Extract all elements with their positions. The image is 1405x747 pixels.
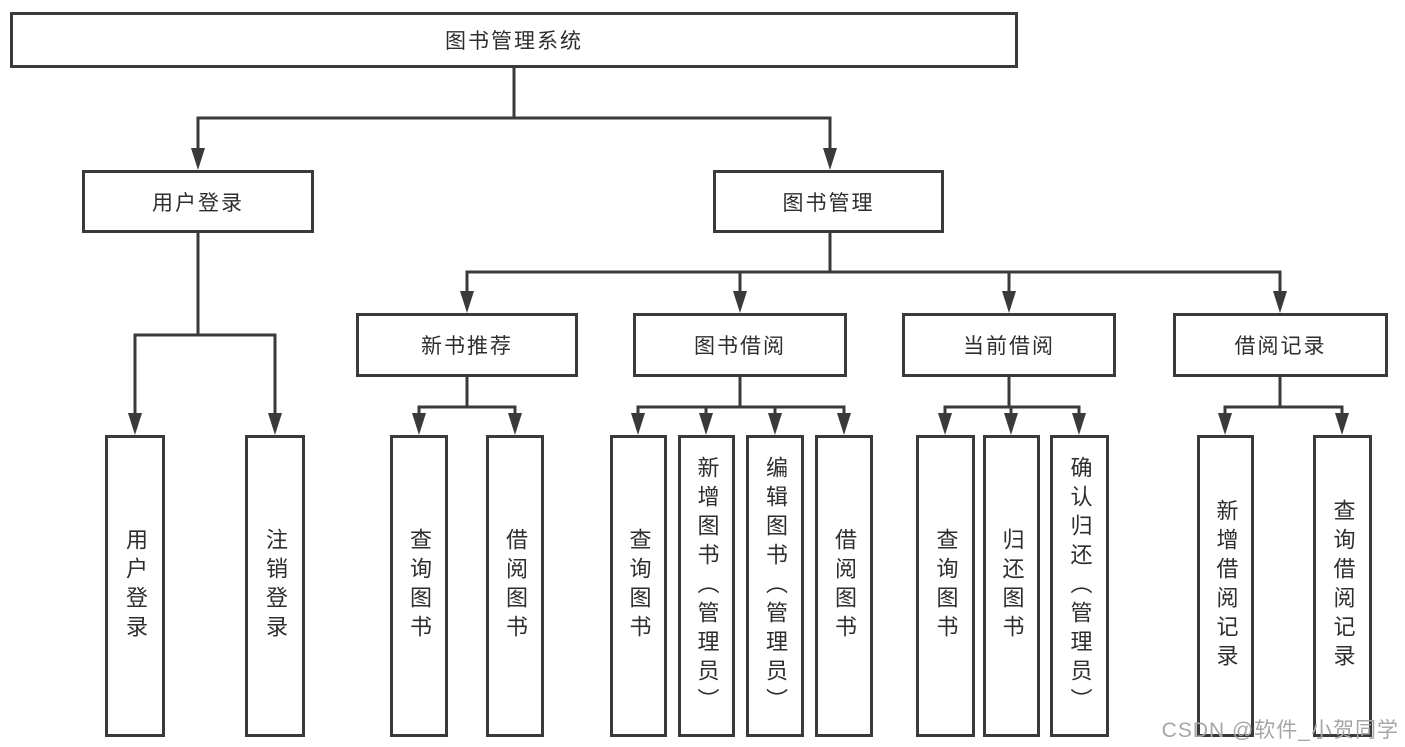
leaf-query-books-recommend: 查询图书 <box>390 435 448 737</box>
connector-root-split <box>196 66 832 150</box>
leaf-borrow-books-recommend: 借阅图书 <box>486 435 544 737</box>
node-book-management-label: 图书管理 <box>782 191 875 215</box>
arrowhead <box>268 413 282 435</box>
connector-current-borrow-split <box>943 375 1081 415</box>
csdn-watermark: CSDN @软件_小贺同学 <box>1161 719 1399 742</box>
node-current-borrow: 当前借阅 <box>902 313 1116 377</box>
arrowhead <box>631 413 645 435</box>
arrowhead <box>1273 291 1287 313</box>
node-user-login-label: 用户登录 <box>152 191 244 215</box>
leaf-borrow-books-label: 借阅图书 <box>832 528 857 644</box>
leaf-user-login: 用户登录 <box>105 435 165 737</box>
node-book-borrow: 图书借阅 <box>633 313 847 377</box>
arrowhead <box>768 413 782 435</box>
connector-book-borrow-split <box>636 375 846 415</box>
leaf-query-borrow-record-label: 查询借阅记录 <box>1330 499 1356 673</box>
arrowhead <box>460 291 474 313</box>
connector-new-book-split <box>417 375 517 415</box>
node-root-label: 图书管理系统 <box>445 30 583 53</box>
leaf-confirm-return-admin-label: 确认归还（管理员） <box>1067 455 1093 717</box>
node-new-book-recommend: 新书推荐 <box>356 313 578 377</box>
leaf-add-borrow-record-label: 新增借阅记录 <box>1213 499 1239 673</box>
node-book-borrow-label: 图书借阅 <box>694 335 786 358</box>
leaf-confirm-return-admin: 确认归还（管理员） <box>1050 435 1109 737</box>
leaf-add-book-admin-label: 新增图书（管理员） <box>694 455 720 717</box>
node-root: 图书管理系统 <box>10 12 1018 68</box>
leaf-logout: 注销登录 <box>245 435 305 737</box>
node-current-borrow-label: 当前借阅 <box>963 335 1055 358</box>
leaf-add-book-admin: 新增图书（管理员） <box>678 435 735 737</box>
leaf-query-books-borrow-label: 查询图书 <box>626 528 652 644</box>
arrowhead <box>938 413 952 435</box>
arrowhead <box>1072 413 1086 435</box>
leaf-borrow-books: 借阅图书 <box>815 435 873 737</box>
leaf-logout-label: 注销登录 <box>263 528 288 644</box>
leaf-query-books-recommend-label: 查询图书 <box>407 528 432 644</box>
arrowhead <box>733 291 747 313</box>
leaf-borrow-books-recommend-label: 借阅图书 <box>503 528 528 644</box>
leaf-query-books-current: 查询图书 <box>916 435 975 737</box>
arrowhead <box>412 413 426 435</box>
node-borrow-records-label: 借阅记录 <box>1234 335 1327 358</box>
leaf-return-books-label: 归还图书 <box>999 528 1025 644</box>
connector-user-login-split <box>133 231 277 415</box>
leaf-user-login-label: 用户登录 <box>123 528 148 644</box>
arrowhead <box>699 413 713 435</box>
leaf-query-books-borrow: 查询图书 <box>610 435 667 737</box>
node-borrow-records: 借阅记录 <box>1173 313 1388 377</box>
arrowhead <box>191 148 205 170</box>
arrowhead <box>508 413 522 435</box>
arrowhead <box>823 148 837 170</box>
arrowhead <box>837 413 851 435</box>
leaf-query-borrow-record: 查询借阅记录 <box>1313 435 1372 737</box>
connector-book-management-split <box>465 231 1282 293</box>
leaf-add-borrow-record: 新增借阅记录 <box>1197 435 1254 737</box>
arrowhead <box>1002 291 1016 313</box>
arrowhead <box>1335 413 1349 435</box>
leaf-query-books-current-label: 查询图书 <box>933 528 959 644</box>
node-book-management: 图书管理 <box>713 170 944 233</box>
arrowhead <box>128 413 142 435</box>
node-new-book-recommend-label: 新书推荐 <box>421 335 513 358</box>
leaf-edit-book-admin: 编辑图书（管理员） <box>746 435 804 737</box>
node-user-login: 用户登录 <box>82 170 314 233</box>
arrowhead <box>1004 413 1018 435</box>
leaf-return-books: 归还图书 <box>983 435 1040 737</box>
connector-borrow-records-split <box>1223 375 1344 415</box>
leaf-edit-book-admin-label: 编辑图书（管理员） <box>763 455 788 717</box>
arrowhead <box>1218 413 1232 435</box>
